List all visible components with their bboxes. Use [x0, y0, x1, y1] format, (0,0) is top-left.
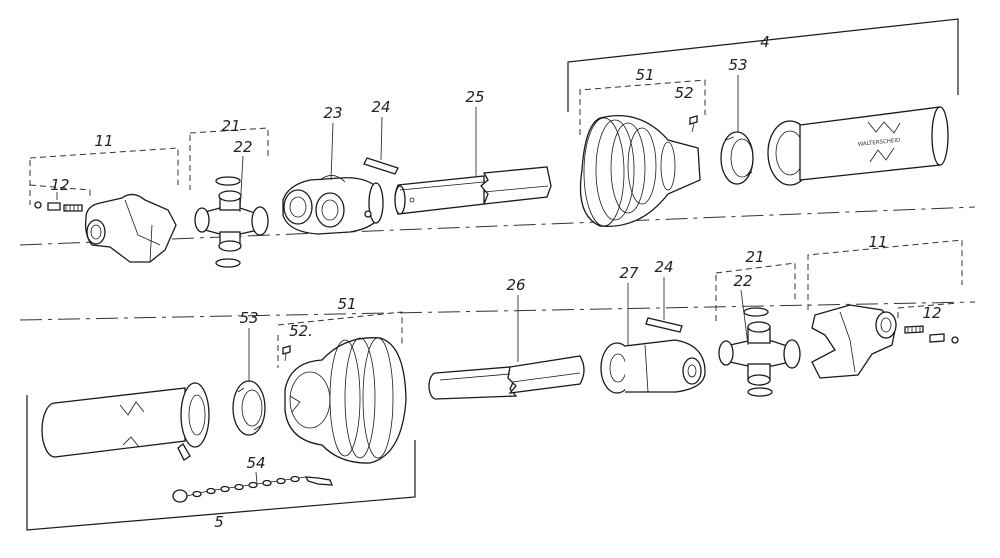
cross-21-lower [715, 262, 801, 397]
label-25: 25 [465, 88, 484, 106]
cross-21-upper-bracket [189, 127, 269, 190]
bolt-12-upper-bracket [29, 184, 91, 200]
bearing-ring-53-lower [232, 380, 266, 436]
label-21-upper: 21 [221, 117, 240, 135]
bolt-12-lower [897, 302, 959, 344]
lower-center-axis [19, 301, 976, 321]
label-27: 27 [619, 264, 639, 282]
label-51-lower: 51 [337, 295, 356, 313]
label-11-upper: 11 [94, 132, 113, 150]
label-23: 23 [323, 104, 342, 122]
label-12-lower: 12 [922, 304, 941, 322]
label-22-lower: 22 [733, 272, 752, 290]
label-22-upper: 22 [233, 138, 252, 156]
label-21-lower: 21 [745, 248, 764, 266]
cross-21-upper [189, 127, 269, 268]
upper-assembly: WALTERSCHEID [19, 18, 976, 268]
guard-cone-51-upper [579, 79, 706, 228]
label-24-lower: 24 [654, 258, 673, 276]
guard-cone-51-lower [277, 311, 407, 464]
label-5: 5 [214, 513, 224, 531]
inner-yoke-27 [600, 339, 706, 394]
inner-yoke-23 [282, 175, 384, 235]
bolt-12-upper [34, 201, 83, 212]
yoke-11-lower [807, 239, 963, 379]
upper-center-axis [19, 206, 976, 246]
chain-54 [172, 475, 333, 503]
bearing-ring-53-upper [720, 131, 754, 185]
label-54: 54 [246, 454, 265, 472]
label-11-lower: 11 [868, 233, 887, 251]
yoke-11-upper-bracket [29, 147, 179, 205]
label-4: 4 [760, 33, 770, 51]
pin-24-upper [363, 157, 399, 175]
profile-tube-25 [394, 166, 552, 215]
tube-brand-marking: WALTERSCHEID [858, 138, 901, 148]
outer-tube-upper: WALTERSCHEID [767, 106, 949, 186]
label-26: 26 [506, 276, 525, 294]
label-53-upper: 53 [728, 56, 747, 74]
outer-tube-lower [41, 382, 210, 461]
lower-group-bracket [26, 395, 416, 531]
label-51-upper: 51 [635, 66, 654, 84]
upper-group-bracket [567, 18, 959, 112]
label-52-lower: 52. [289, 322, 313, 340]
lower-assembly [19, 239, 976, 531]
guard-cone-51-upper-bracket [579, 79, 706, 135]
pin-24-lower [645, 317, 683, 333]
label-53-lower: 53 [239, 309, 258, 327]
screw-52-upper [689, 115, 698, 133]
label-12-upper: 12 [50, 176, 69, 194]
labels: 4 5 11 11 12 12 21 21 22 22 23 24 24 25 … [50, 33, 941, 531]
screw-52-lower [277, 335, 291, 368]
profile-tube-26 [428, 355, 585, 400]
label-24-upper: 24 [371, 98, 390, 116]
yoke-11-upper [84, 193, 177, 263]
label-52-upper: 52 [674, 84, 693, 102]
